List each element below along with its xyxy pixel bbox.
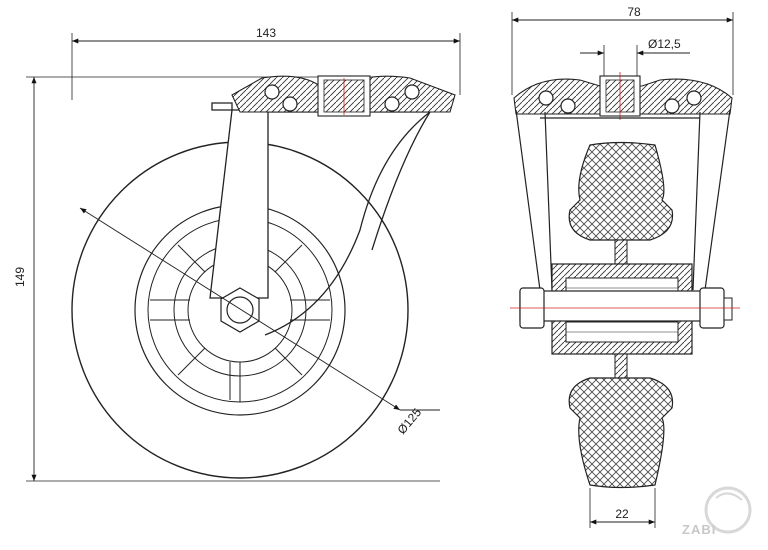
height-149-label: 149: [13, 267, 27, 287]
width-78-label: 78: [627, 5, 641, 19]
wheel-tread-bottom: [568, 353, 674, 489]
width-143-label: 143: [256, 26, 276, 40]
fork-legs-front: [515, 109, 731, 291]
dimension-diameter-125: [79, 207, 440, 411]
dimension-width-78: [511, 12, 734, 95]
bore-12-5-label: Ø12,5: [648, 37, 681, 51]
top-plate-front: [513, 72, 733, 120]
top-plate-side: [231, 75, 456, 117]
dimension-width-143: [71, 33, 461, 100]
logo-text: ZABI: [682, 522, 716, 537]
dimension-bore-12-5: [580, 45, 690, 78]
tread-22-label: 22: [615, 507, 629, 521]
side-view: [26, 33, 461, 482]
zabi-logo: ZABI: [682, 486, 752, 537]
dimension-tread-22: [589, 488, 656, 528]
wheel-tread-top: [568, 141, 674, 265]
front-view: [510, 12, 740, 528]
axle-bolt-front: [510, 287, 740, 329]
